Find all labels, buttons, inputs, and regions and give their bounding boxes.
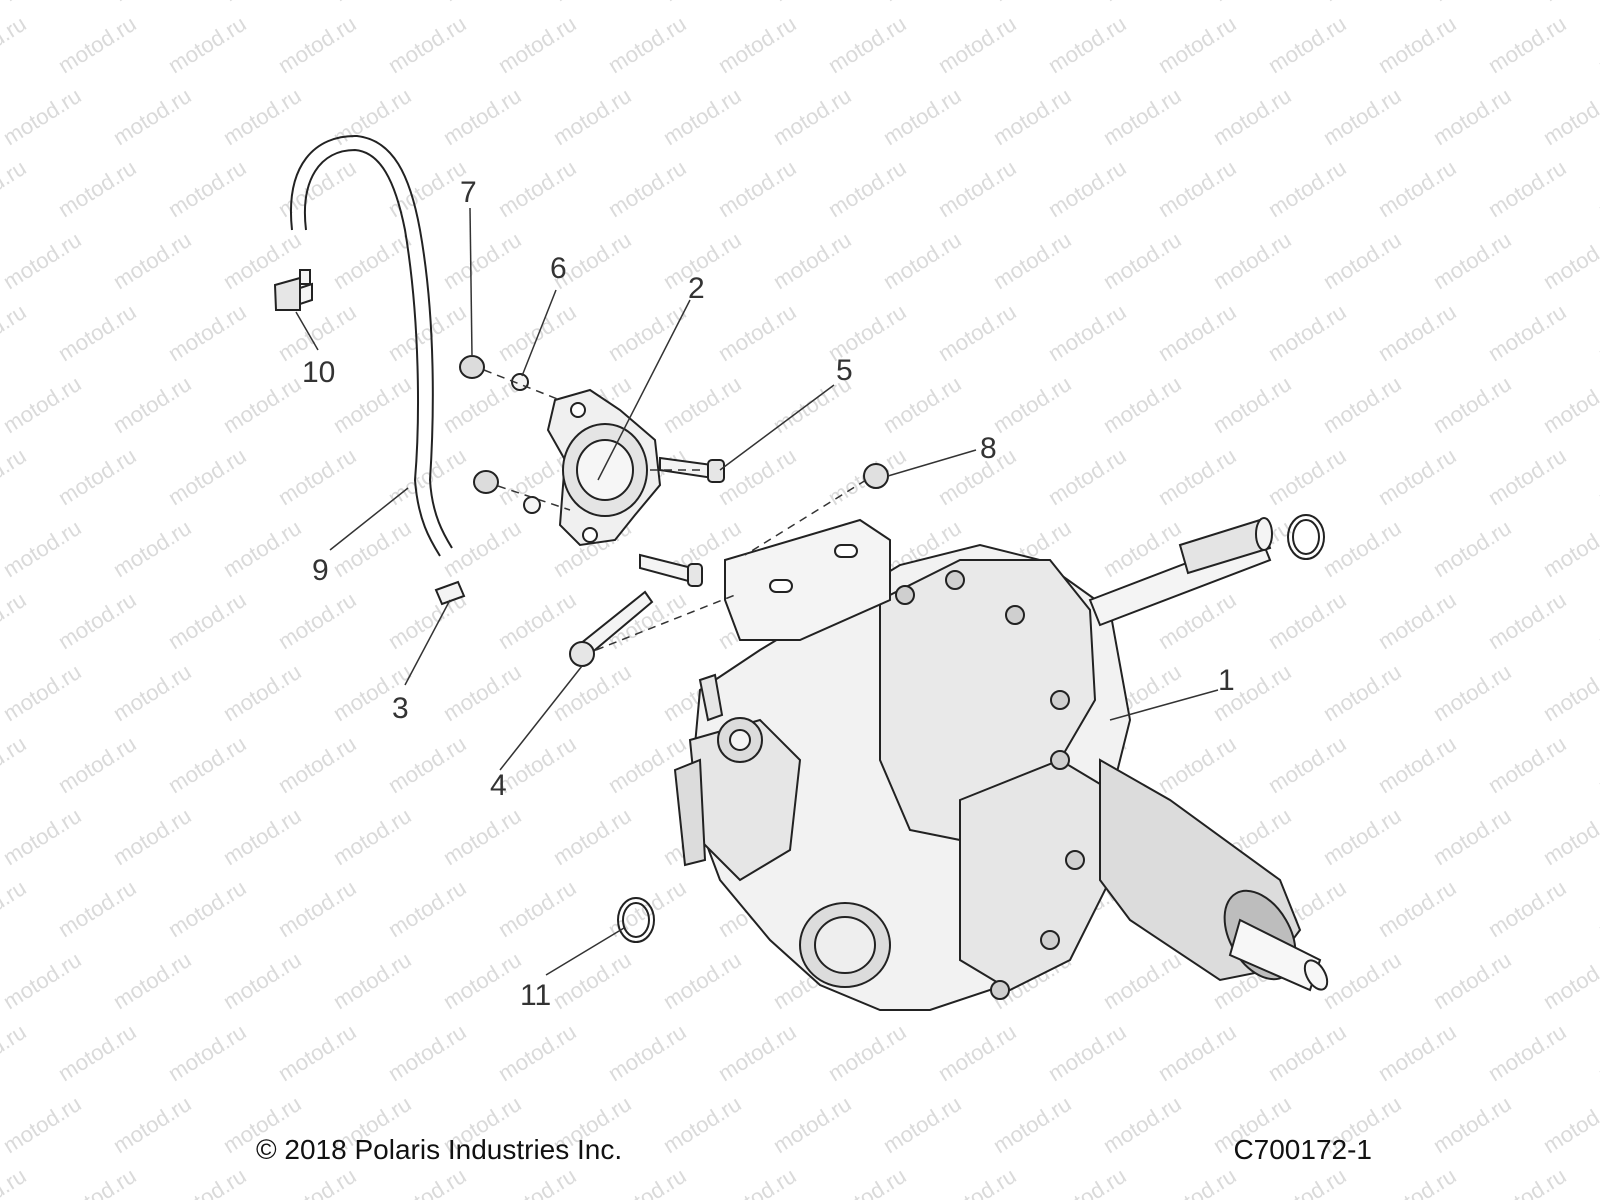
callout-10: 10: [302, 356, 335, 389]
callout-11: 11: [520, 979, 551, 1012]
callout-leader-lines: [295, 207, 1219, 976]
part-7-nut: [459, 355, 499, 494]
copyright-text: © 2018 Polaris Industries Inc.: [256, 1134, 623, 1165]
assembly-guide-lines: [483, 369, 867, 651]
transmission-housing: [673, 517, 1329, 1011]
callout-9: 9: [312, 554, 329, 587]
figure-id: C700172-1: [1233, 1134, 1372, 1165]
part-10-fitting: [273, 269, 313, 311]
part-5-bolt: [659, 456, 725, 483]
part-11-o-ring: [617, 897, 655, 943]
callout-4: 4: [490, 769, 507, 802]
callout-6: 6: [550, 252, 567, 285]
callout-7: 7: [460, 176, 477, 209]
part-3-clip: [434, 580, 466, 606]
callout-3: 3: [392, 692, 409, 725]
o-ring-upper: [1287, 514, 1325, 560]
part-8-nut: [863, 463, 889, 489]
callout-2: 2: [688, 272, 705, 305]
callout-8: 8: [980, 432, 997, 465]
part-4-bolt: [569, 590, 654, 667]
callout-5: 5: [836, 354, 853, 387]
part-9-hose: [290, 134, 453, 557]
part-5-bolt-lower: [639, 553, 703, 587]
callout-labels: 1 2 3 4 5 6 7 8 9 10 11: [302, 176, 1235, 1012]
callout-1: 1: [1218, 664, 1235, 697]
